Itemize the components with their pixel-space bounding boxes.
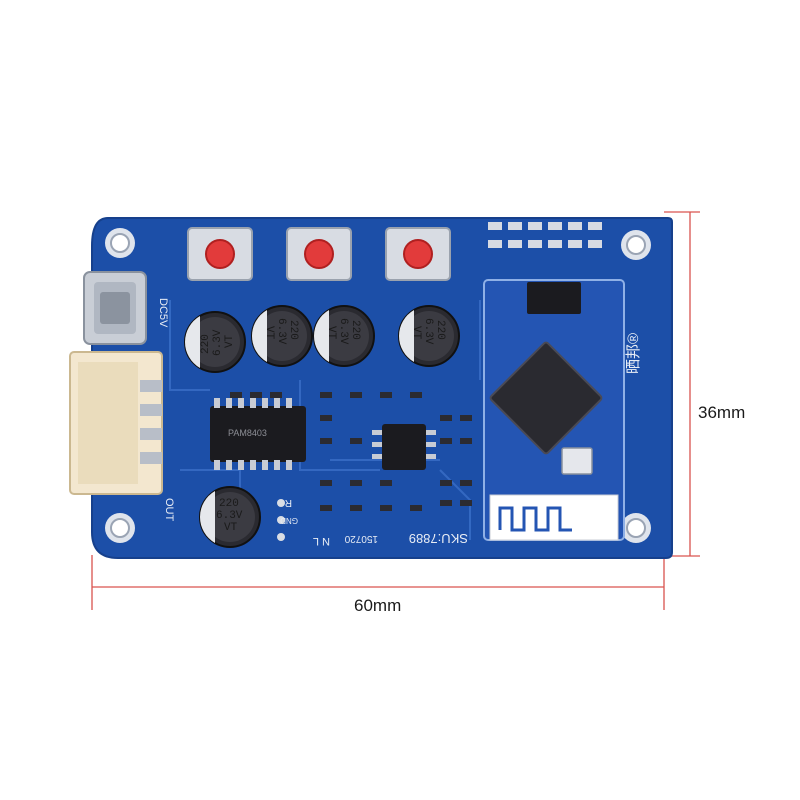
cap-1-value: 220 (200, 334, 212, 354)
silkscreen: DC5V OUT R GND N L SKU:7889 150720 晒邦® (157, 298, 642, 547)
cap-4-value: 220 (434, 320, 446, 340)
capacitor (251, 305, 313, 367)
smd-components (230, 392, 472, 511)
cap-5-voltage: 6.3V (216, 510, 243, 522)
capacitor (199, 486, 261, 548)
micro-usb-port (83, 271, 147, 345)
output-label: OUT (163, 498, 175, 522)
cap-3-type: VT (325, 326, 337, 340)
solder-pads (277, 499, 285, 541)
pin-label-nl: N L (313, 535, 330, 547)
output-connector (69, 351, 163, 495)
date-code-label: 150720 (344, 533, 378, 544)
cap-4-type: VT (410, 326, 422, 340)
cap-5-type: VT (224, 522, 238, 534)
power-label: DC5V (157, 298, 169, 328)
cap-4-voltage: 6.3V (422, 318, 434, 345)
small-ic (372, 424, 436, 470)
capacitor-markings: 220 6.3V VT 220 6.3V VT 220 6.3V VT 220 … (200, 318, 446, 534)
cap-3-voltage: 6.3V (337, 318, 349, 345)
cap-3-value: 220 (349, 320, 361, 340)
sku-label: SKU:7889 (409, 531, 468, 546)
mounting-hole (105, 228, 135, 258)
mounting-hole (621, 513, 651, 543)
amplifier-chip (210, 398, 306, 470)
capacitor (398, 305, 460, 367)
cap-5-value: 220 (219, 498, 239, 510)
amp-chip-marking: PAM8403 (228, 428, 267, 438)
cap-2-voltage: 6.3V (275, 318, 287, 345)
button-2 (286, 227, 352, 281)
capacitor (184, 311, 246, 373)
mounting-hole (621, 230, 651, 260)
pin-label-right: R (285, 497, 292, 508)
button-3 (385, 227, 451, 281)
cap-1-voltage: 6.3V (212, 329, 224, 356)
height-dimension-label: 36mm (698, 403, 746, 422)
cap-2-value: 220 (287, 320, 299, 340)
button-1 (187, 227, 253, 281)
cap-1-type: VT (224, 334, 236, 348)
width-dimension-label: 60mm (354, 596, 402, 615)
cap-2-type: VT (263, 326, 275, 340)
brand-label: 晒邦® (625, 333, 642, 374)
bluetooth-module (483, 279, 625, 541)
smd-components-top (488, 222, 602, 248)
pin-label-gnd: GND (280, 516, 298, 525)
capacitor (313, 305, 375, 367)
mounting-hole (105, 513, 135, 543)
